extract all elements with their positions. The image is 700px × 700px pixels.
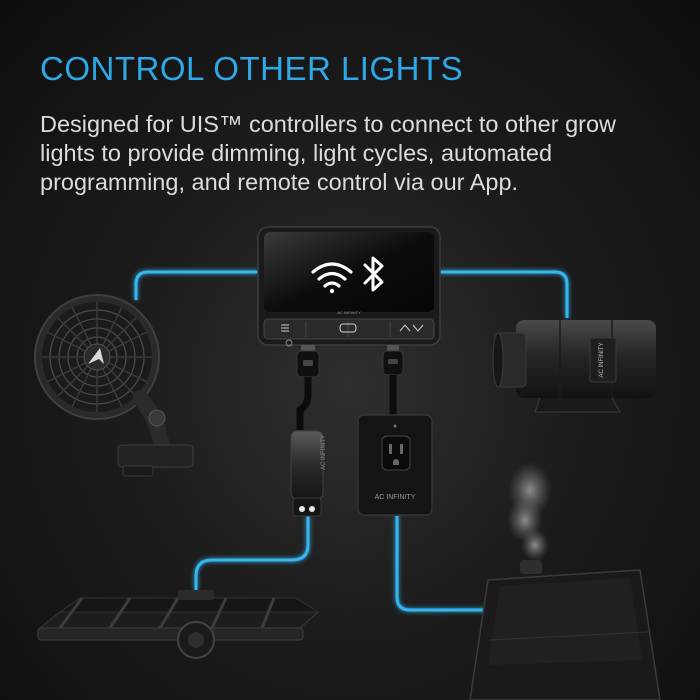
humidifier: [469, 462, 661, 700]
description-line-1: Designed for UIS™ controllers to connect…: [40, 111, 617, 137]
clip-fan: [34, 294, 194, 477]
cable-inline-fan: [440, 270, 569, 318]
controller-buttons: [263, 318, 435, 340]
cable-fan: [134, 270, 258, 300]
wifi-icon: [311, 262, 353, 294]
description: Designed for UIS™ controllers to connect…: [40, 110, 670, 197]
mode-button-icon[interactable]: [339, 323, 357, 333]
down-button-icon[interactable]: [412, 324, 424, 332]
outlet-adapter: AC INFINITY: [357, 414, 433, 516]
description-line-2: lights to provide dimming, light cycles,…: [40, 140, 553, 166]
grow-light: [37, 590, 320, 659]
dimming-plug: [296, 345, 320, 430]
bluetooth-icon: [363, 256, 384, 292]
controller: AC INFINITY: [257, 226, 441, 347]
outlet-adapter-label: AC INFINITY: [375, 494, 416, 501]
outlet-plug: [382, 345, 404, 420]
description-line-3: programming, and remote control via our …: [40, 169, 519, 195]
headline: CONTROL OTHER LIGHTS: [40, 50, 464, 87]
menu-button-icon[interactable]: [281, 324, 289, 332]
cables: [134, 270, 569, 612]
fan-logo-icon: [88, 348, 104, 364]
inline-fan: AC INFINITY: [492, 320, 656, 413]
up-button-icon[interactable]: [399, 324, 411, 332]
svg-text:AC INFINITY: AC INFINITY: [321, 435, 327, 470]
controller-brand: AC INFINITY: [337, 310, 361, 315]
dimming-adapter: AC INFINITY: [290, 430, 327, 517]
cable-grow-light: [194, 516, 310, 590]
inline-fan-label: AC INFINITY: [599, 342, 605, 377]
cable-humidifier: [395, 516, 498, 612]
